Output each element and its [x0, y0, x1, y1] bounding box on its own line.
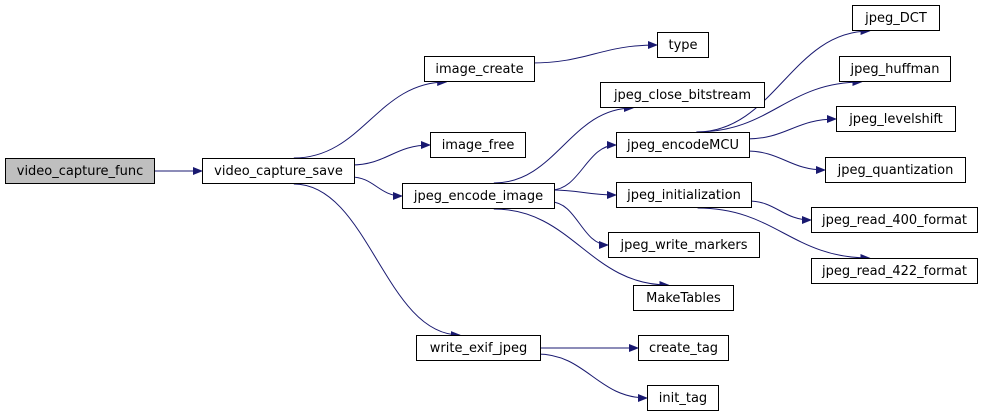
- node-type[interactable]: type: [657, 32, 709, 58]
- edge-video_capture_save-to-image_free: [350, 141, 431, 166]
- node-jpeg-initialization[interactable]: jpeg_initialization: [616, 182, 752, 208]
- edge-jpeg_encode_image-to-MakeTables: [493, 208, 670, 289]
- node-jpeg-encodemcu[interactable]: jpeg_encodeMCU: [616, 132, 750, 158]
- edge-jpeg_initialization-to-jpeg_read_422_format: [697, 207, 871, 262]
- node-jpeg-huffman[interactable]: jpeg_huffman: [839, 56, 951, 82]
- node-jpeg-close-bitstream[interactable]: jpeg_close_bitstream: [600, 82, 765, 108]
- node-image-free[interactable]: image_free: [430, 132, 526, 158]
- edge-jpeg_encodeMCU-to-jpeg_quantization: [745, 150, 826, 174]
- node-jpeg-read-422-format[interactable]: jpeg_read_422_format: [811, 258, 978, 284]
- node-create-tag[interactable]: create_tag: [638, 335, 729, 361]
- edge-jpeg_encode_image-to-jpeg_initialization: [550, 189, 617, 199]
- node-video-capture-save[interactable]: video_capture_save: [202, 158, 355, 184]
- edge-video_capture_save-to-write_exif_jpeg: [293, 183, 461, 339]
- node-image-create[interactable]: image_create: [424, 56, 535, 82]
- edge-write_exif_jpeg-to-init_tag: [536, 353, 648, 402]
- node-jpeg-write-markers[interactable]: jpeg_write_markers: [608, 232, 760, 258]
- edge-jpeg_encodeMCU-to-jpeg_huffman: [696, 78, 863, 133]
- edge-jpeg_encodeMCU-to-jpeg_levelshift: [745, 115, 837, 140]
- node-jpeg-dct[interactable]: jpeg_DCT: [852, 5, 940, 31]
- node-jpeg-read-400-format[interactable]: jpeg_read_400_format: [811, 207, 978, 233]
- edge-video_capture_save-to-jpeg_encode_image: [350, 176, 403, 200]
- edge-image_create-to-type: [530, 41, 658, 64]
- node-jpeg-levelshift[interactable]: jpeg_levelshift: [836, 106, 956, 132]
- node-maketables[interactable]: MakeTables: [633, 285, 734, 311]
- edge-jpeg_encodeMCU-to-jpeg_DCT: [696, 27, 871, 133]
- node-write-exif-jpeg[interactable]: write_exif_jpeg: [416, 335, 541, 361]
- edge-jpeg_encode_image-to-jpeg_write_markers: [550, 201, 609, 249]
- node-jpeg-quantization[interactable]: jpeg_quantization: [825, 157, 966, 183]
- edge-video_capture_save-to-image_create: [293, 78, 448, 159]
- edge-jpeg_encode_image-to-jpeg_encodeMCU: [550, 141, 617, 191]
- edge-jpeg_encode_image-to-jpeg_close_bitstream: [493, 104, 634, 184]
- node-video-capture-func: video_capture_func: [5, 158, 155, 184]
- node-jpeg-encode-image[interactable]: jpeg_encode_image: [402, 183, 555, 209]
- node-init-tag[interactable]: init_tag: [647, 385, 719, 411]
- edge-jpeg_initialization-to-jpeg_read_400_format: [747, 200, 812, 224]
